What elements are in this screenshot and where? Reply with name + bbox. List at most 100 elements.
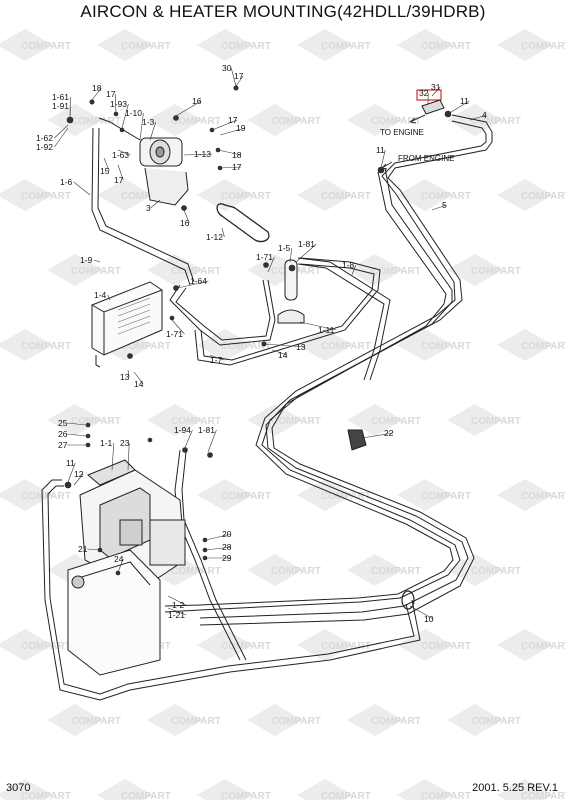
clamp-22: [347, 429, 367, 451]
watermark-diamond: [47, 254, 103, 286]
callout-32: 32: [419, 88, 429, 98]
leader-28: [205, 546, 232, 551]
leader-10: [409, 605, 434, 620]
leader-1-3: [149, 121, 157, 141]
watermark-label: COMPART: [371, 266, 421, 277]
leader-1-62: [54, 124, 69, 139]
callout-1-64: 1-64: [190, 276, 207, 286]
watermark-label: COMPART: [71, 116, 121, 127]
leader-31: [431, 86, 441, 97]
watermark-diamond: [347, 104, 403, 136]
heater-unit: [67, 459, 186, 676]
callout-1-81: 1-81: [198, 425, 215, 435]
watermark-label: COMPART: [121, 41, 171, 52]
note-to-engine: TO ENGINE: [380, 128, 424, 137]
watermark-label: COMPART: [521, 791, 566, 800]
leader-16: [183, 209, 190, 224]
watermark-label: COMPART: [21, 191, 71, 202]
callout-1-71: 1-71: [166, 329, 183, 339]
callout-1-3: 1-3: [142, 117, 155, 127]
leader-1-2: [167, 595, 186, 606]
callout-1-12: 1-12: [206, 232, 223, 242]
leader-lines: [54, 67, 487, 620]
callout-1-1: 1-1: [100, 438, 113, 448]
watermark-label: COMPART: [171, 416, 221, 427]
watermark-diamond: [97, 179, 153, 211]
leader-1-12: [221, 227, 225, 238]
callout-31: 31: [431, 82, 441, 92]
watermark-diamond: [147, 404, 203, 436]
watermark-diamond: [197, 29, 253, 61]
watermark-label: COMPART: [221, 341, 271, 352]
callout-1-5: 1-5: [278, 243, 291, 253]
watermark-label: COMPART: [521, 641, 566, 652]
watermark-diamond: [0, 479, 53, 511]
fittings: [64, 85, 452, 576]
engine-fitting: [416, 89, 445, 115]
leader-22: [361, 432, 394, 439]
watermark-label: COMPART: [121, 341, 171, 352]
watermark-label: COMPART: [371, 416, 421, 427]
watermark-diamond: [0, 29, 53, 61]
leader-1-4: [107, 294, 111, 301]
callout-11: 11: [376, 145, 385, 155]
callout-5: 5: [442, 200, 447, 210]
watermark-label: COMPART: [21, 341, 71, 352]
leader-15: [103, 157, 110, 172]
watermark-diamond: [297, 29, 353, 61]
watermark-label: COMPART: [521, 191, 566, 202]
callout-14: 14: [134, 379, 144, 389]
leader-1-92: [54, 127, 69, 148]
callout-1-7: 1-7: [210, 355, 223, 365]
leader-1-7: [209, 354, 224, 361]
leader-1-8: [351, 264, 357, 276]
leader-17: [219, 166, 242, 169]
watermark-label: COMPART: [221, 491, 271, 502]
leader-3: [150, 199, 161, 209]
watermark-diamond: [47, 104, 103, 136]
leader-4: [469, 114, 487, 121]
watermark-label: COMPART: [121, 191, 171, 202]
watermark-label: COMPART: [221, 641, 271, 652]
watermark-label: COMPART: [321, 641, 371, 652]
page-number: 3070: [6, 782, 31, 794]
watermark-diamond: [497, 29, 553, 61]
watermark-label: COMPART: [271, 716, 321, 727]
callout-11: 11: [460, 96, 469, 106]
watermark-label: COMPART: [171, 716, 221, 727]
watermark-diamond: [297, 329, 353, 361]
watermark-diamond: [497, 779, 553, 800]
callout-14: 14: [278, 350, 288, 360]
callout-16: 16: [180, 218, 190, 228]
watermark-label: COMPART: [421, 641, 471, 652]
leader-1-94: [183, 429, 193, 451]
watermark-diamond: [97, 29, 153, 61]
watermark-label: COMPART: [21, 491, 71, 502]
callout-18: 18: [92, 83, 102, 93]
callout-10: 10: [424, 614, 434, 624]
leader-11: [67, 462, 76, 483]
leader-17: [117, 164, 124, 181]
leader-1-71: [171, 319, 185, 335]
watermark-diamond: [447, 554, 503, 586]
callout-1-93: 1-93: [110, 99, 127, 109]
callout-17: 17: [114, 175, 124, 185]
watermark-label: COMPART: [21, 791, 71, 800]
watermark-diamond: [47, 704, 103, 736]
callout-16: 16: [192, 96, 202, 106]
revision-date: 2001. 5.25 REV.1: [472, 782, 558, 794]
watermark-label: COMPART: [321, 791, 371, 800]
callout-17: 17: [228, 115, 238, 125]
watermark-label: COMPART: [371, 716, 421, 727]
watermark-label: COMPART: [321, 191, 371, 202]
callout-1-4: 1-4: [94, 290, 107, 300]
watermark-diamond: [197, 479, 253, 511]
leader-13: [127, 369, 130, 378]
leader-17: [235, 75, 244, 87]
belt: [216, 203, 270, 243]
callout-1-11: 1-11: [318, 325, 335, 335]
watermark-diamond: [0, 329, 53, 361]
watermark-diamond: [397, 29, 453, 61]
watermark-label: COMPART: [171, 116, 221, 127]
callout-12: 12: [74, 469, 84, 479]
